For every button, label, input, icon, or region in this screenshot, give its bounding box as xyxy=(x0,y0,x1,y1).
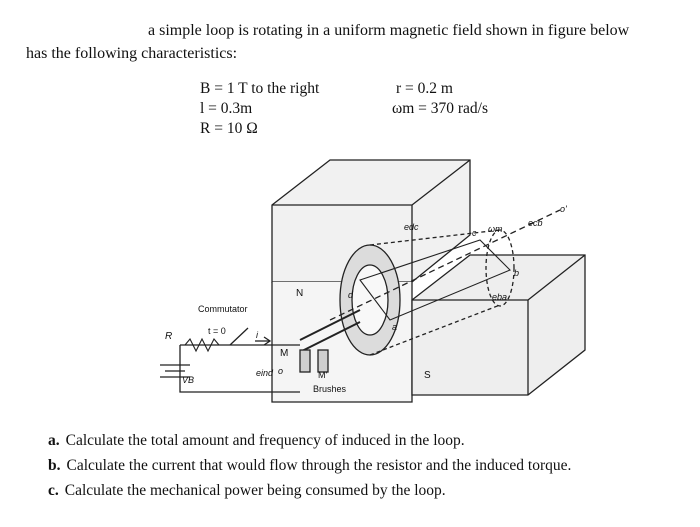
question-c: c. Calculate the mechanical power being c… xyxy=(48,482,446,500)
param-omega: ωm = 370 rad/s xyxy=(392,100,489,117)
label-Mprime: M' xyxy=(318,370,327,380)
question-b-text: Calculate the current that would flow th… xyxy=(66,457,572,474)
param-R: R = 10 Ω xyxy=(200,120,258,137)
label-omega: ωm xyxy=(488,224,503,234)
label-VB: VB xyxy=(182,375,194,385)
label-a: a xyxy=(392,322,397,332)
label-t0: t = 0 xyxy=(208,326,226,336)
intro-line-2: has the following characteristics: xyxy=(26,45,238,62)
label-i: i xyxy=(256,330,259,340)
question-a-letter: a. xyxy=(48,432,60,449)
label-R: R xyxy=(165,331,172,342)
intro-line-1: a simple loop is rotating in a uniform m… xyxy=(148,22,630,39)
question-b: b. Calculate the current that would flow … xyxy=(48,457,571,475)
label-N: N xyxy=(296,288,303,299)
label-oprime: o' xyxy=(560,204,567,214)
label-o: o xyxy=(278,366,283,376)
label-S: S xyxy=(424,370,431,381)
label-eind: eind xyxy=(256,368,274,378)
label-M: M xyxy=(280,348,288,359)
param-l: l = 0.3m xyxy=(200,100,253,117)
param-B: B = 1 T to the right xyxy=(200,80,320,97)
param-r: r = 0.2 m xyxy=(396,80,453,97)
label-commutator: Commutator xyxy=(198,304,248,314)
label-ecb: ecb xyxy=(528,218,543,228)
question-b-letter: b. xyxy=(48,457,61,474)
question-a-text: Calculate the total amount and frequency… xyxy=(65,432,465,449)
label-c: c xyxy=(472,228,477,238)
question-c-letter: c. xyxy=(48,482,59,499)
label-eba: eba xyxy=(492,292,507,302)
label-edc: edc xyxy=(404,222,419,232)
label-d: d xyxy=(348,290,354,300)
question-a: a. Calculate the total amount and frequen… xyxy=(48,432,465,450)
label-b: b xyxy=(514,268,519,278)
label-brushes: Brushes xyxy=(313,384,347,394)
question-c-text: Calculate the mechanical power being con… xyxy=(64,482,446,499)
